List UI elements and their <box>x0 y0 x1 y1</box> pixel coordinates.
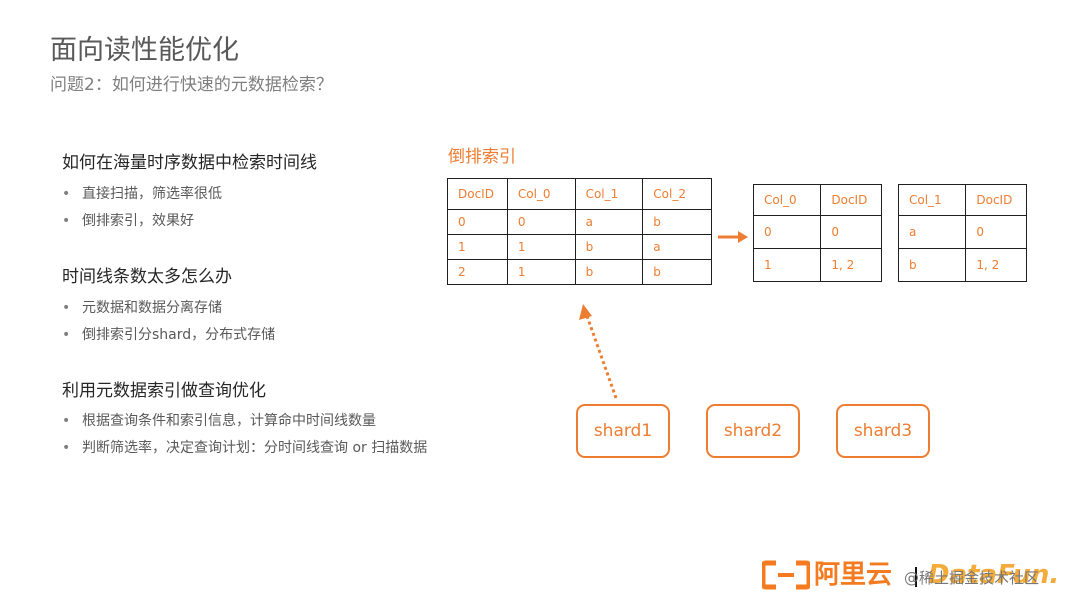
bullet-text: 判断筛选率，决定查询计划：分时间线查询 or 扫描数据 <box>82 440 428 456</box>
bullet-dot: • <box>62 213 71 229</box>
table-header-cell: Col_0 <box>506 178 576 210</box>
table-row: 0 0 <box>752 215 882 249</box>
aliyun-logo-icon <box>762 560 810 590</box>
bullet-text: 根据查询条件和索引信息，计算命中时间线数量 <box>82 413 376 429</box>
bullet-item: • 倒排索引，效果好 <box>62 211 194 231</box>
table-cell: b <box>897 248 967 282</box>
table-cell: 1, 2 <box>965 248 1027 282</box>
shard-box: shard1 <box>576 404 670 458</box>
table-cell: 2 <box>447 259 508 285</box>
table-cell: b <box>574 234 644 260</box>
dotted-up-arrow-icon <box>579 304 618 399</box>
bullet-item: • 根据查询条件和索引信息，计算命中时间线数量 <box>62 411 376 431</box>
section-heading: 时间线条数太多怎么办 <box>62 267 232 287</box>
bullet-dot: • <box>62 413 71 429</box>
shard-box: shard2 <box>706 404 800 458</box>
table-cell: 1, 2 <box>820 248 882 282</box>
table-cell: 0 <box>820 215 882 249</box>
forward-table: DocID Col_0 Col_1 Col_2 0 0 a b 1 1 b a … <box>447 178 712 285</box>
aliyun-logo-text: 阿里云 <box>814 560 893 590</box>
table-cell: a <box>642 234 712 260</box>
table-cell: b <box>642 209 712 235</box>
table-cell: 0 <box>447 209 508 235</box>
bullet-text: 元数据和数据分离存储 <box>82 300 222 316</box>
page-title: 面向读性能优化 <box>50 35 239 66</box>
shard-box: shard3 <box>836 404 930 458</box>
table-row: b 1, 2 <box>897 248 1027 282</box>
diagram-title: 倒排索引 <box>448 147 516 167</box>
bullet-dot: • <box>62 186 71 202</box>
table-header-cell: Col_0 <box>752 184 822 216</box>
page-subtitle: 问题2：如何进行快速的元数据检索？ <box>50 75 333 95</box>
table-cell: 0 <box>752 215 822 249</box>
table-cell: a <box>897 215 967 249</box>
inverted-index-col1: Col_1 DocID a 0 b 1, 2 <box>897 184 1027 282</box>
table-row: 1 1, 2 <box>752 248 882 282</box>
bullet-item: • 倒排索引分shard，分布式存储 <box>62 325 275 345</box>
bullet-text: 倒排索引分shard，分布式存储 <box>82 327 276 343</box>
table-cell: a <box>574 209 644 235</box>
bullet-dot: • <box>62 440 71 456</box>
table-cell: 0 <box>965 215 1027 249</box>
datafun-brand: DataFun. <box>928 560 1060 590</box>
watermark-text: @稀土掘金技术社区 <box>904 569 1040 587</box>
bullet-item: • 元数据和数据分离存储 <box>62 298 222 318</box>
divider <box>915 567 917 587</box>
table-cell: 1 <box>506 259 576 285</box>
table-header-cell: DocID <box>965 184 1027 216</box>
table-cell: 1 <box>752 248 822 282</box>
section-heading: 利用元数据索引做查询优化 <box>62 381 266 401</box>
table-row: 2 1 b b <box>447 259 712 285</box>
table-header-cell: DocID <box>447 178 508 210</box>
table-cell: 0 <box>506 209 576 235</box>
table-header-cell: Col_2 <box>642 178 712 210</box>
table-row: 0 0 a b <box>447 209 712 235</box>
bullet-text: 直接扫描，筛选率很低 <box>82 186 222 202</box>
table-header-cell: Col_1 <box>897 184 967 216</box>
bullet-item: • 直接扫描，筛选率很低 <box>62 184 222 204</box>
section-heading: 如何在海量时序数据中检索时间线 <box>62 153 317 173</box>
bullet-text: 倒排索引，效果好 <box>82 213 194 229</box>
table-row: 1 1 b a <box>447 234 712 260</box>
bullet-dot: • <box>62 327 71 343</box>
table-cell: 1 <box>447 234 508 260</box>
table-header-cell: DocID <box>820 184 882 216</box>
table-header-cell: Col_1 <box>574 178 644 210</box>
inverted-index-col0: Col_0 DocID 0 0 1 1, 2 <box>752 184 882 282</box>
table-cell: 1 <box>506 234 576 260</box>
bullet-item: • 判断筛选率，决定查询计划：分时间线查询 or 扫描数据 <box>62 438 427 458</box>
table-row: a 0 <box>897 215 1027 249</box>
right-arrow-icon <box>718 231 748 243</box>
bullet-dot: • <box>62 300 71 316</box>
table-cell: b <box>574 259 644 285</box>
table-cell: b <box>642 259 712 285</box>
